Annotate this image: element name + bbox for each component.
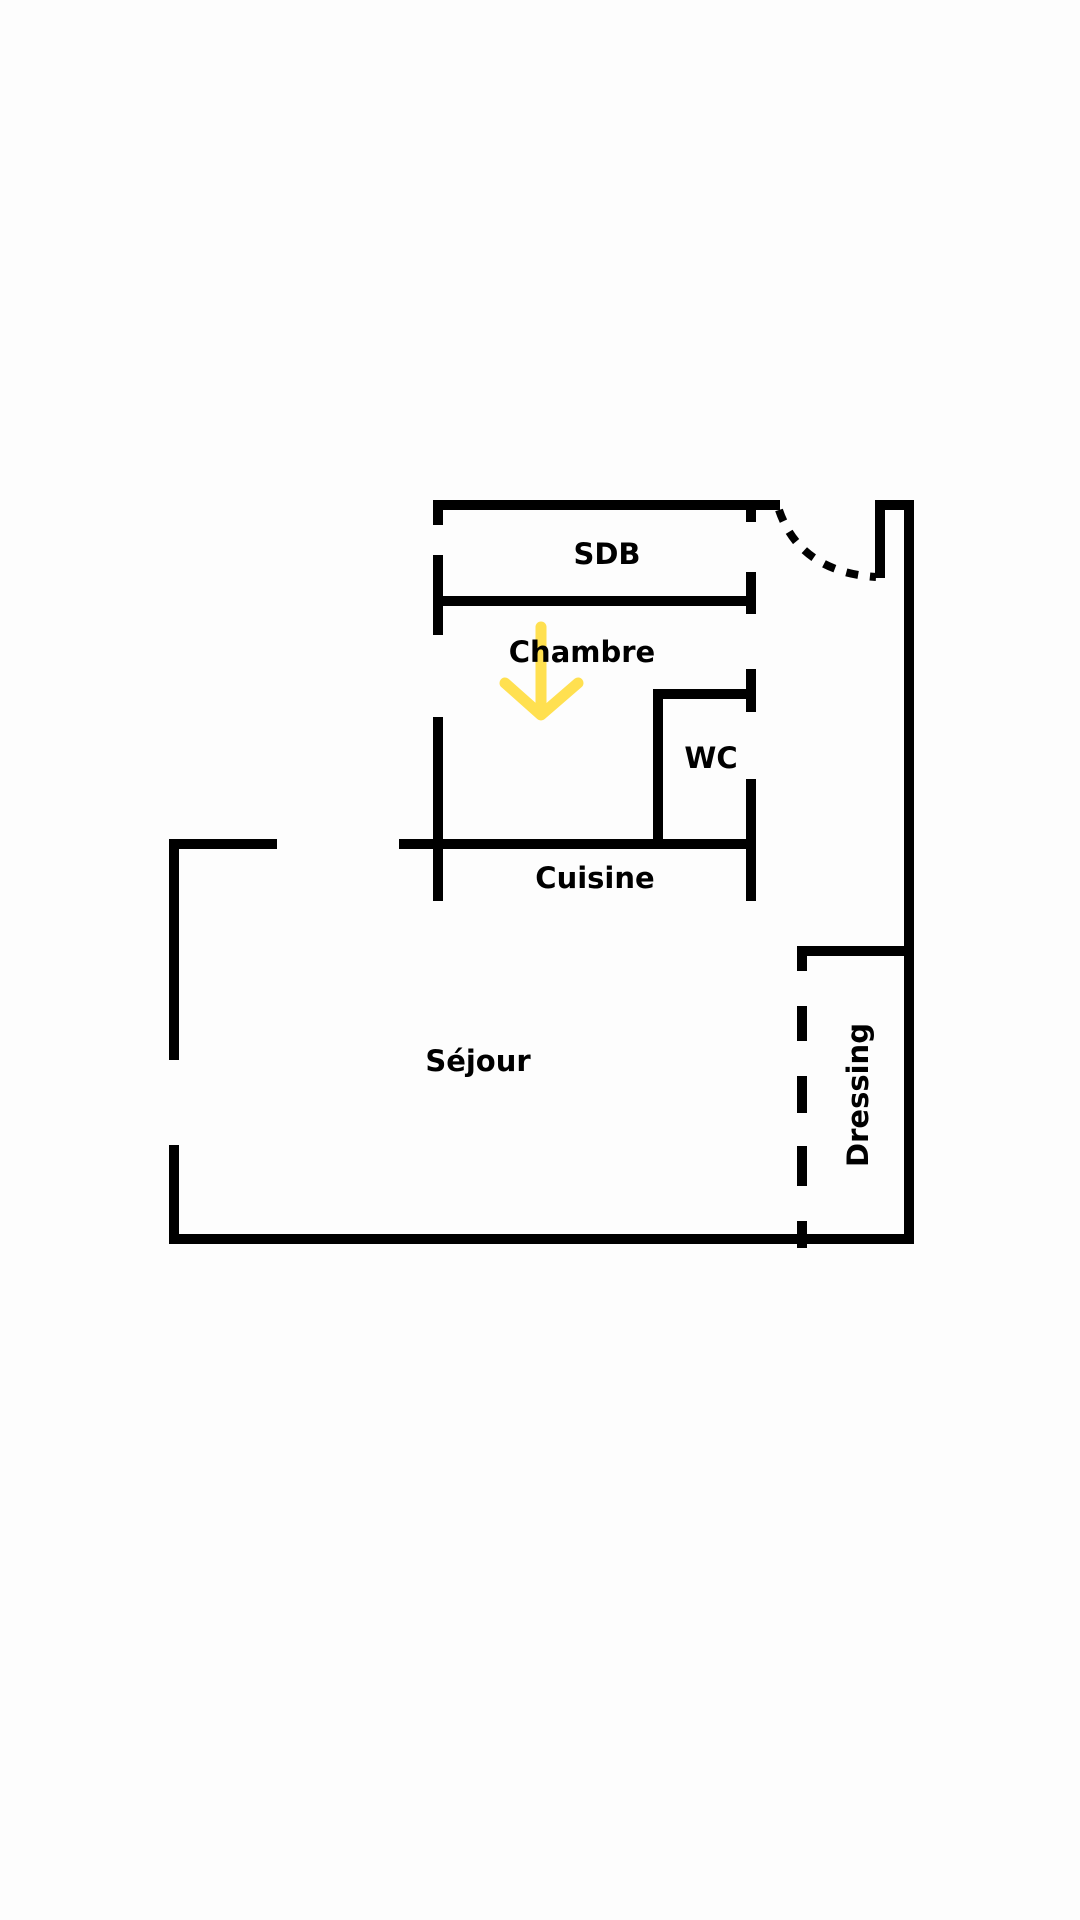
room-label-sdb: SDB bbox=[573, 537, 640, 571]
door-swing-arc bbox=[775, 508, 877, 581]
walls bbox=[169, 500, 914, 1248]
room-label-sejour: Séjour bbox=[425, 1044, 531, 1078]
room-label-dressing: Dressing bbox=[841, 1023, 875, 1167]
arrow-down-icon bbox=[499, 621, 584, 721]
room-label-cuisine: Cuisine bbox=[535, 861, 654, 895]
room-label-wc: WC bbox=[684, 741, 737, 775]
room-label-chambre: Chambre bbox=[509, 635, 655, 669]
